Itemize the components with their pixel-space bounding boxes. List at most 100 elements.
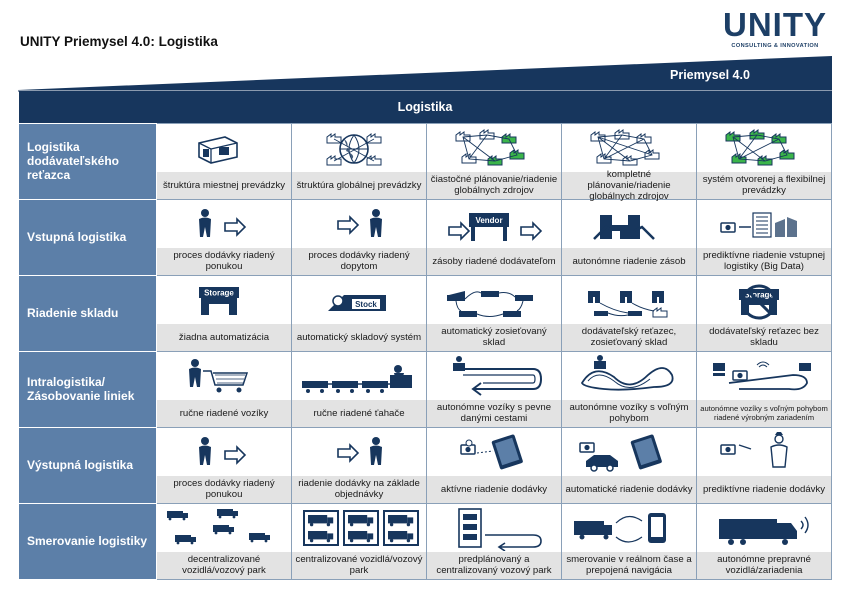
robot-arms-icon <box>562 200 696 248</box>
matrix-cell: autonómne prepravné vozidlá/zariadenia <box>695 502 833 580</box>
matrix-cell: predplánovaný a centralizovaný vozový pa… <box>426 502 562 580</box>
matrix-cell: systém otvorenej a flexibilnej prevádzky <box>695 122 833 200</box>
matrix-cell: decentralizované vozidlá/vozový park <box>156 502 292 580</box>
page-title: UNITY Priemysel 4.0: Logistika <box>20 34 218 49</box>
cell-caption: proces dodávky riadený dopytom <box>292 247 426 275</box>
cell-caption: proces dodávky riadený ponukou <box>157 475 291 503</box>
cell-caption: zásoby riadené dodávateľom <box>427 247 561 275</box>
unity-logo: UNITY CONSULTING & INNOVATION <box>714 6 836 50</box>
logo-word: UNITY <box>723 6 827 43</box>
cell-caption: štruktúra miestnej prevádzky <box>157 171 291 199</box>
svg-text:Stock: Stock <box>355 300 377 309</box>
cell-caption: dodávateľský reťazec, zosieťovaný sklad <box>562 323 696 351</box>
arrow-person-icon <box>292 428 426 476</box>
cell-caption: dodávateľský reťazec bez skladu <box>697 323 832 351</box>
logo-subtitle: CONSULTING & INNOVATION <box>731 43 819 49</box>
matrix-header-row: Logistika <box>18 91 832 123</box>
matrix-cell: ručne riadené vozíky <box>156 350 292 428</box>
networked-warehouse-icon <box>427 276 561 324</box>
person-arrow-icon <box>157 200 291 248</box>
cell-caption: aktívne riadenie dodávky <box>427 475 561 503</box>
shopping-cart-icon <box>157 352 291 400</box>
matrix-cell: čiastočné plánovanie/riadenie globálnych… <box>426 122 562 200</box>
matrix-cell: proces dodávky riadený ponukou <box>156 426 292 504</box>
row-label: Smerovanie logistiky <box>18 502 157 580</box>
matrix-cell: proces dodávky riadený dopytom <box>291 198 427 276</box>
cell-caption: prediktívne riadenie dodávky <box>697 475 832 503</box>
arrow-person-icon <box>292 200 426 248</box>
cell-caption: kompletné plánovanie/riadenie globálnych… <box>562 169 696 202</box>
cell-caption: systém otvorenej a flexibilnej prevádzky <box>697 171 832 199</box>
matrix-cell: centralizované vozidlá/vozový park <box>291 502 427 580</box>
no-storage-icon: Storage <box>697 276 831 324</box>
cell-caption: automatický skladový systém <box>292 323 426 351</box>
cell-caption: autonómne vozíky s pevne danými cestami <box>427 399 561 427</box>
cell-caption: decentralizované vozidlá/vozový park <box>157 551 291 579</box>
cell-caption: predplánovaný a centralizovaný vozový pa… <box>427 551 561 579</box>
cell-caption: automatické riadenie dodávky <box>562 475 696 503</box>
cell-caption: štruktúra globálnej prevádzky <box>292 171 426 199</box>
cell-caption: žiadna automatizácia <box>157 323 291 351</box>
cell-caption: autonómne riadenie zásob <box>562 247 696 275</box>
storage-icon: Storage <box>157 276 291 324</box>
matrix-cell: kompletné plánovanie/riadenie globálnych… <box>561 122 697 202</box>
matrix-cell: proces dodávky riadený ponukou <box>156 198 292 276</box>
supply-chain-warehouse-icon <box>562 276 696 324</box>
tugger-train-icon <box>292 352 426 400</box>
matrix-cell: autonómne riadenie zásob <box>561 198 697 276</box>
cell-caption: riadenie dodávky na základe objednávky <box>292 475 426 503</box>
stock-icon: Stock <box>292 276 426 324</box>
matrix-cell: aktívne riadenie dodávky <box>426 426 562 504</box>
cell-caption: centralizované vozidlá/vozový park <box>292 551 426 579</box>
matrix-cell: autonómne vozíky s voľným pohybom <box>561 350 697 428</box>
matrix-cell: prediktívne riadenie dodávky <box>695 426 833 504</box>
free-path-cart-icon <box>562 352 696 400</box>
matrix-cell: štruktúra globálnej prevádzky <box>291 122 427 200</box>
matrix-cell: automatický zosieťovaný sklad <box>426 274 562 352</box>
machine-driven-cart-icon <box>697 352 831 400</box>
matrix-cell: Stock automatický skladový systém <box>291 274 427 352</box>
autonomous-truck-icon <box>697 504 831 552</box>
truck-phone-icon <box>562 504 696 552</box>
globe-network-icon <box>292 124 426 172</box>
svg-text:Storage: Storage <box>204 288 234 297</box>
row-label: Vstupná logistika <box>18 198 157 276</box>
matrix-cell: automatické riadenie dodávky <box>561 426 697 504</box>
cell-caption: smerovanie v reálnom čase a prepojená na… <box>562 551 696 579</box>
cell-caption: ručne riadené vozíky <box>157 399 291 427</box>
matrix-header: Logistika <box>18 91 832 123</box>
cell-caption: prediktívne riadenie vstupnej logistiky … <box>697 247 832 275</box>
matrix-cell: Storage dodávateľský reťazec bez skladu <box>695 274 833 352</box>
matrix-cell: autonómne vozíky s pevne danými cestami <box>426 350 562 428</box>
svg-text:Storage: Storage <box>744 290 774 299</box>
cell-caption: ručne riadené ťahače <box>292 399 426 427</box>
cell-caption: automatický zosieťovaný sklad <box>427 323 561 351</box>
row-label: Riadenie skladu <box>18 274 157 352</box>
matrix-cell: smerovanie v reálnom čase a prepojená na… <box>561 502 697 580</box>
person-arrow-icon <box>157 428 291 476</box>
camera-car-tablet-icon <box>562 428 696 476</box>
cell-caption: proces dodávky riadený ponukou <box>157 247 291 275</box>
matrix-cell: dodávateľský reťazec, zosieťovaný sklad <box>561 274 697 352</box>
cell-caption: autonómne vozíky s voľným pohybom riaden… <box>697 399 832 427</box>
matrix-cell: ručne riadené ťahače <box>291 350 427 428</box>
logistics-matrix: Logistika Logistika dodávateľského reťaz… <box>18 91 833 580</box>
matrix-cell: riadenie dodávky na základe objednávky <box>291 426 427 504</box>
big-data-icon <box>697 200 831 248</box>
vendor-icon: Vendor <box>427 200 561 248</box>
planned-fleet-icon <box>427 504 561 552</box>
scattered-trucks-icon <box>157 504 291 552</box>
matrix-row: Riadenie skladu Storage žiadna automatizác… <box>18 274 833 352</box>
row-label: Logistika dodávateľského reťazca <box>18 122 157 200</box>
cell-caption: čiastočné plánovanie/riadenie globálnych… <box>427 171 561 199</box>
cell-caption: autonómne prepravné vozidlá/zariadenia <box>697 551 832 579</box>
open-network-icon <box>697 124 831 172</box>
row-label: Výstupná logistika <box>18 426 157 504</box>
fixed-path-cart-icon <box>427 352 561 400</box>
central-fleet-icon <box>292 504 426 552</box>
